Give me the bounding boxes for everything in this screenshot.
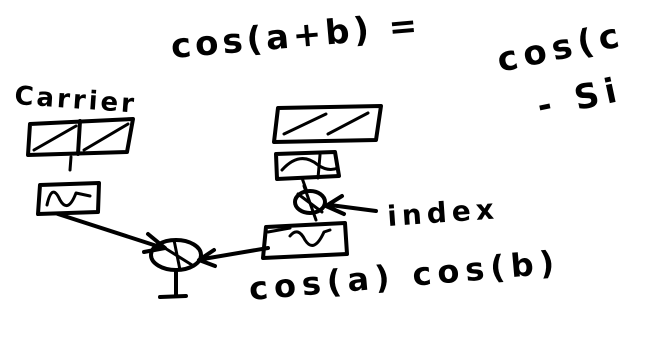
right-table	[272, 104, 383, 144]
oscillator-box-right	[261, 221, 349, 260]
product-label: cos(a) cos(b)	[247, 243, 561, 308]
equation-lhs: cos(a+b) =	[169, 5, 422, 67]
mixer-symbol	[149, 238, 203, 272]
carrier-table	[26, 117, 135, 157]
right-filter-box	[274, 150, 341, 181]
index-arrow	[324, 194, 378, 216]
equation-group: cos(a+b) = cos(c - Si	[169, 5, 628, 127]
mixer-output-arrow	[158, 270, 188, 299]
equation-rhs-line2: - Si	[534, 70, 627, 127]
index-label: index	[386, 192, 500, 233]
oscillator-box-left	[36, 181, 101, 216]
arrow-left-to-mixer	[56, 212, 167, 254]
carrier-connector	[68, 155, 73, 172]
carrier-label: Carrier	[14, 81, 138, 119]
arrow-right-to-mixer	[197, 246, 270, 268]
index-pointer	[293, 176, 327, 222]
